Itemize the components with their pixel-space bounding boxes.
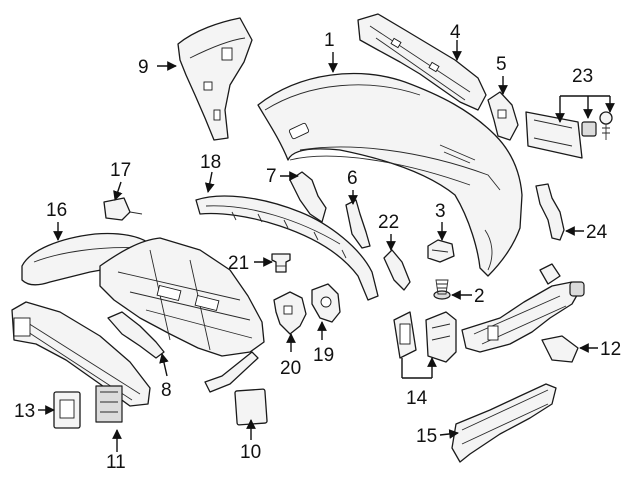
callout-3: 3 xyxy=(435,201,446,222)
callout-15: 15 xyxy=(416,426,437,447)
bracket-nineteen-part xyxy=(311,283,341,323)
reflector-part xyxy=(383,249,411,291)
callout-21: 21 xyxy=(228,253,249,274)
mount-fourteen-part xyxy=(393,311,457,363)
bracket-six-part xyxy=(345,199,371,249)
valance-part xyxy=(99,237,265,393)
license-bracket-part xyxy=(525,111,613,159)
mounting-bracket-part xyxy=(177,17,253,141)
callout-4: 4 xyxy=(450,22,461,43)
callout-labels: 1 2 3 4 5 6 7 8 9 10 11 12 13 14 15 16 1… xyxy=(14,22,621,473)
callout-9: 9 xyxy=(138,57,149,78)
callout-17: 17 xyxy=(110,160,131,181)
callout-1: 1 xyxy=(324,30,335,51)
callout-14: 14 xyxy=(406,388,428,409)
callout-24: 24 xyxy=(586,222,608,243)
callout-11: 11 xyxy=(106,452,126,473)
callout-19: 19 xyxy=(313,345,334,366)
upper-bracket-part xyxy=(357,13,487,111)
callout-10: 10 xyxy=(240,442,261,463)
bracket-eight-part xyxy=(107,311,165,359)
callout-13: 13 xyxy=(14,401,35,422)
leader-lines xyxy=(38,40,615,452)
push-clip-part xyxy=(271,253,291,273)
callout-12: 12 xyxy=(600,339,621,360)
bumper-cover-part xyxy=(257,72,523,277)
callout-5: 5 xyxy=(496,54,507,75)
bumper-beam-part xyxy=(451,383,557,463)
callout-16: 16 xyxy=(46,200,67,221)
cap-part xyxy=(103,197,143,221)
bracket-twenty-part xyxy=(273,291,307,335)
callout-18: 18 xyxy=(200,152,221,173)
bracket-seven-part xyxy=(289,171,327,223)
plate-thirteen-part xyxy=(53,391,81,429)
callout-7: 7 xyxy=(266,166,277,187)
callout-8: 8 xyxy=(161,380,172,401)
clip-part xyxy=(427,239,455,263)
screw-part xyxy=(433,279,451,300)
plate-ten-part xyxy=(234,388,268,426)
callout-2: 2 xyxy=(474,286,485,307)
tow-hitch-part xyxy=(461,263,585,363)
callout-20: 20 xyxy=(280,358,301,379)
callout-6: 6 xyxy=(347,168,358,189)
absorber-left-part xyxy=(11,301,151,423)
side-strip-part xyxy=(535,183,565,241)
lower-trim-part xyxy=(195,195,379,301)
callout-22: 22 xyxy=(378,212,399,233)
callout-23: 23 xyxy=(572,66,593,87)
